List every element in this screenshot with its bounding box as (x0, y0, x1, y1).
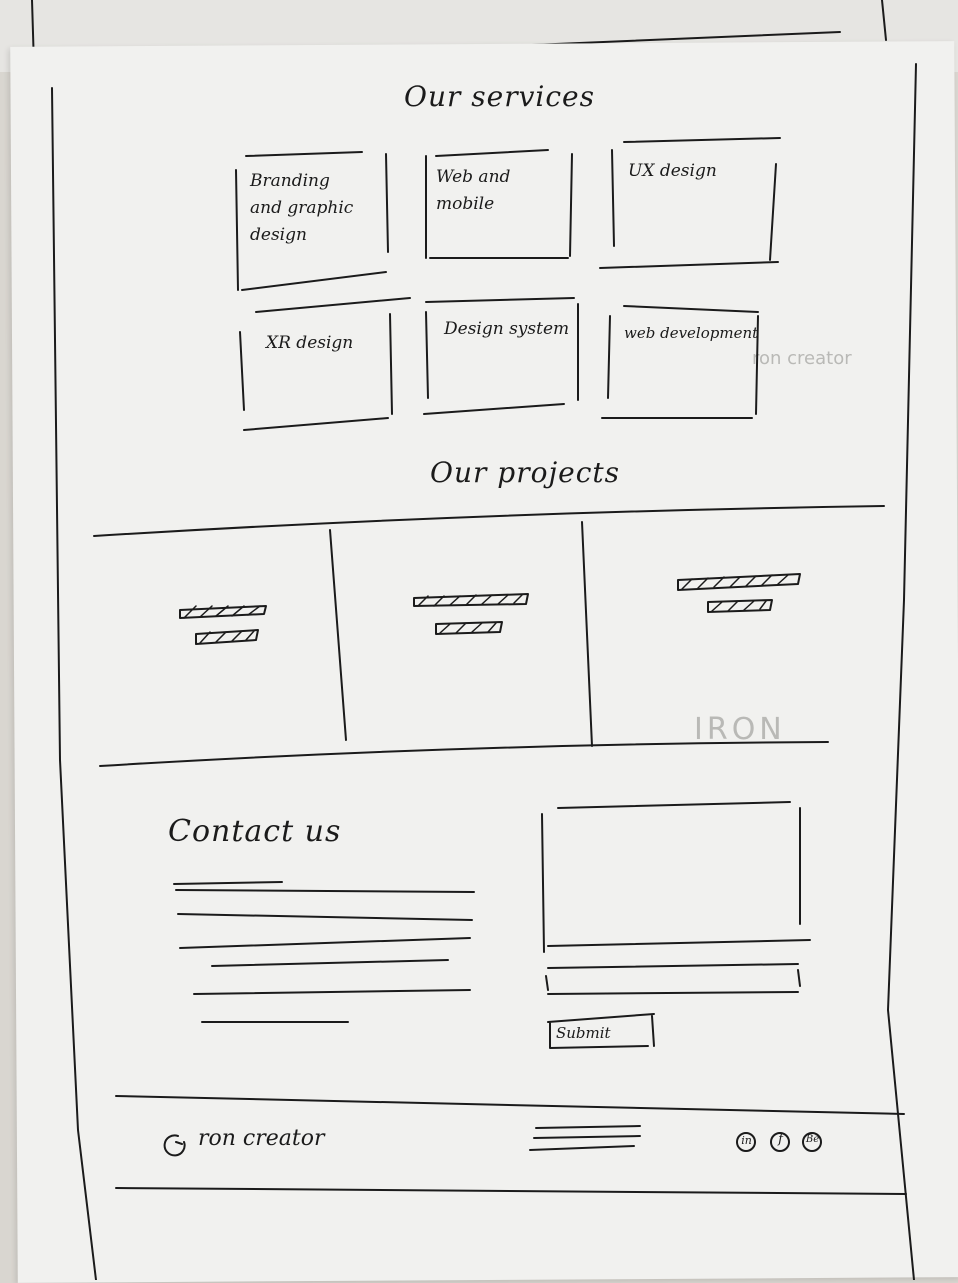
footer-logo[interactable]: ron creator (198, 1126, 325, 1151)
submit-button[interactable]: Submit (556, 1024, 611, 1042)
contact-title: Contact us (168, 814, 342, 849)
linkedin-icon[interactable]: in (741, 1134, 752, 1147)
services-title: Our services (404, 80, 595, 113)
projects-title: Our projects (430, 456, 620, 489)
show-through-text: IRON (694, 712, 786, 747)
service-card-xr-design[interactable]: XR design (266, 333, 354, 353)
project-text-placeholders (179, 573, 801, 645)
service-card-branding[interactable]: Branding and graphic design (250, 171, 354, 245)
service-card-design-system[interactable]: Design system (444, 319, 570, 339)
contact-text-lines (173, 881, 475, 1023)
service-card-web-mobile[interactable]: Web and mobile (436, 167, 511, 214)
service-card-web-development[interactable]: web development (624, 324, 759, 342)
service-card-ux-design[interactable]: UX design (628, 161, 717, 181)
show-through-text: ron creator (752, 348, 852, 369)
facebook-icon[interactable]: f (778, 1132, 783, 1147)
behance-icon[interactable]: Bē (805, 1134, 820, 1145)
